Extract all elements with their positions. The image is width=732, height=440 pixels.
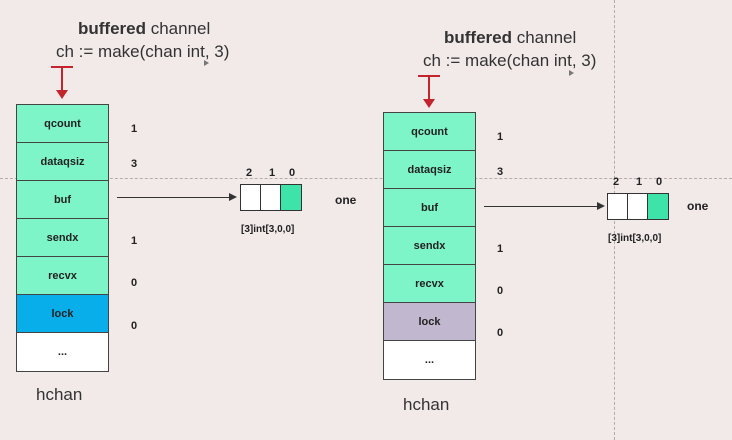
buffer-index-2: 2 — [246, 167, 253, 179]
buffer-array — [240, 184, 302, 211]
field-buf: buf — [17, 181, 108, 219]
buffer-element-label: one — [335, 193, 357, 207]
field-recvx: recvx — [384, 265, 475, 303]
diagram-title: buffered channel — [444, 28, 576, 48]
buffer-element-label: one — [687, 199, 709, 213]
arrow-head-icon — [229, 193, 237, 201]
vertical-guide-line — [614, 0, 615, 440]
buffer-slot-1 — [628, 194, 648, 219]
field-dataqsiz: dataqsiz — [384, 151, 475, 189]
field-more: ... — [384, 341, 475, 379]
code-line: ch := make(chan int, 3) — [423, 51, 597, 70]
buffer-array — [607, 193, 669, 220]
title-bold: buffered — [444, 28, 512, 47]
buffer-index-0: 0 — [656, 176, 663, 188]
value-qcount: 1 — [497, 131, 504, 143]
value-recvx: 0 — [131, 277, 138, 289]
buffer-index-1: 1 — [269, 167, 276, 179]
horizontal-guide-line — [0, 178, 732, 179]
hchan-struct: qcount dataqsiz buf sendx recvx lock ... — [383, 112, 476, 380]
value-dataqsiz: 3 — [131, 158, 138, 170]
value-sendx: 1 — [497, 243, 504, 255]
field-qcount: qcount — [17, 105, 108, 143]
buffer-index-0: 0 — [289, 167, 296, 179]
buffer-slot-2 — [241, 185, 261, 210]
diagram-title: buffered channel — [78, 19, 210, 39]
code-line: ch := make(chan int, 3) — [56, 42, 230, 61]
buffer-slot-0 — [281, 185, 301, 210]
buffer-type-label: [3]int[3,0,0] — [241, 224, 295, 235]
field-buf: buf — [384, 189, 475, 227]
struct-name: hchan — [403, 395, 450, 414]
value-sendx: 1 — [131, 235, 138, 247]
field-qcount: qcount — [384, 113, 475, 151]
field-sendx: sendx — [384, 227, 475, 265]
field-dataqsiz: dataqsiz — [17, 143, 108, 181]
field-lock: lock — [17, 295, 108, 333]
title-rest: channel — [512, 28, 577, 47]
buffer-index-2: 2 — [613, 176, 620, 188]
struct-name: hchan — [36, 385, 83, 404]
buffer-slot-2 — [608, 194, 628, 219]
pointer-arrow-icon — [418, 75, 440, 109]
buf-pointer-line — [117, 197, 230, 198]
hchan-struct: qcount dataqsiz buf sendx recvx lock ... — [16, 104, 109, 372]
field-recvx: recvx — [17, 257, 108, 295]
field-lock: lock — [384, 303, 475, 341]
buffer-slot-1 — [261, 185, 281, 210]
value-dataqsiz: 3 — [497, 166, 504, 178]
value-lock: 0 — [131, 320, 138, 332]
buffer-slot-0 — [648, 194, 668, 219]
buffer-type-label: [3]int[3,0,0] — [608, 233, 662, 244]
title-bold: buffered — [78, 19, 146, 38]
buf-pointer-line — [484, 206, 598, 207]
arrow-head-icon — [597, 202, 605, 210]
value-qcount: 1 — [131, 123, 138, 135]
cursor-icon — [204, 60, 209, 66]
value-lock: 0 — [497, 327, 504, 339]
title-rest: channel — [146, 19, 211, 38]
buffer-index-1: 1 — [636, 176, 643, 188]
pointer-arrow-icon — [51, 66, 73, 100]
field-sendx: sendx — [17, 219, 108, 257]
cursor-icon — [569, 70, 574, 76]
value-recvx: 0 — [497, 285, 504, 297]
field-more: ... — [17, 333, 108, 371]
